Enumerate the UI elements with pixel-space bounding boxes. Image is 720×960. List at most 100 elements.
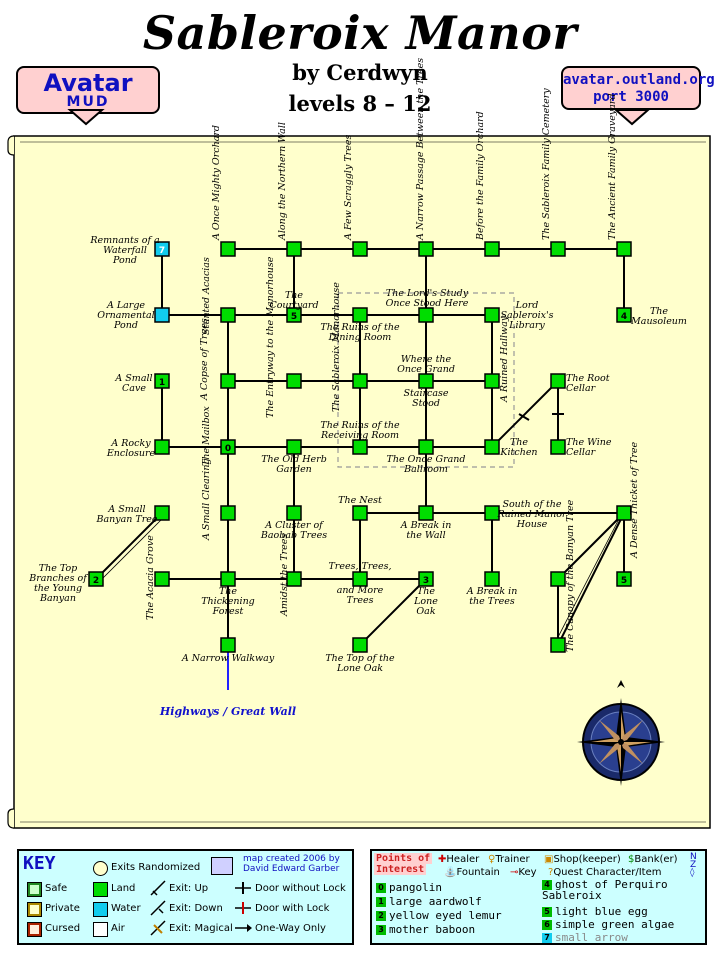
room-label: The Ancient Family Graveyard <box>607 93 618 240</box>
room-label: A Rocky Enclosure <box>106 438 156 459</box>
room-square <box>220 241 236 257</box>
poi-bank: $Bank(er) <box>628 854 678 865</box>
mob-number: 7 <box>542 933 552 943</box>
room-square <box>154 373 170 389</box>
room-label: The Top Branches of the Young Banyan <box>29 563 87 604</box>
mob-number: 0 <box>376 883 386 893</box>
room-square <box>616 505 632 521</box>
safe-swatch <box>27 882 42 897</box>
room-label: The Canopy of the Banyan Tree <box>565 499 576 652</box>
room-square <box>154 307 170 323</box>
poi-quest: ?Quest Character/Item <box>548 867 662 878</box>
room-label: The Ruins of the Receiving Room <box>320 420 400 441</box>
key-credit2: David Edward Garber <box>243 864 340 874</box>
mob-marker: 4 <box>621 312 627 322</box>
key-air: Air <box>111 923 125 934</box>
room-label: A Few Scraggly Trees <box>343 134 354 240</box>
key-door-nolock: Door without Lock <box>255 883 346 894</box>
room-square <box>220 571 236 587</box>
mob-number: 4 <box>542 880 552 890</box>
logo-banner-tail <box>67 109 105 126</box>
room-label: Lord Sableroix's Library <box>500 300 554 331</box>
room-square <box>484 439 500 455</box>
room-square <box>484 241 500 257</box>
room-square <box>352 439 368 455</box>
room-label: A Small Banyan Tree <box>96 504 158 525</box>
key-exits-randomized: Exits Randomized <box>111 862 201 873</box>
room-square <box>154 571 170 587</box>
logo-line2: MUD <box>66 94 110 110</box>
poi-key: ⊸Key <box>510 867 537 878</box>
room-square <box>484 505 500 521</box>
room-square <box>616 241 632 257</box>
room-square <box>418 373 434 389</box>
mob-marker: 5 <box>291 312 297 322</box>
key-door-lock: Door with Lock <box>255 903 330 914</box>
mob-name: large aardwolf <box>389 895 482 908</box>
mob-number: 3 <box>376 925 386 935</box>
scroll-bottom-curl <box>7 808 15 829</box>
server-host: avatar.outland.org <box>563 72 715 88</box>
poi-trainer-label: Trainer <box>495 854 530 865</box>
key-credit1: map created 2006 by <box>243 854 340 864</box>
room-label: Along the Northern Wall <box>277 122 288 240</box>
room-label: and More Trees <box>336 585 384 606</box>
room-label: The Ruins of the Dining Room <box>320 322 400 343</box>
room-square <box>154 241 170 257</box>
key-exit-up: Exit: Up <box>169 883 209 894</box>
room-label: A Dense Thicket of Tree <box>629 441 640 558</box>
room-label: The Nest <box>338 495 382 506</box>
room-square <box>286 505 302 521</box>
water-swatch <box>93 902 108 917</box>
key-exit-down: Exit: Down <box>169 903 223 914</box>
room-square <box>220 505 236 521</box>
bank-icon: $ <box>628 854 635 865</box>
room-square <box>220 307 236 323</box>
mob-name: mother baboon <box>389 923 476 936</box>
room-square <box>352 307 368 323</box>
room-square <box>616 571 632 587</box>
room-square <box>352 373 368 389</box>
mob-name: pangolin <box>389 881 442 894</box>
poi-healer-label: Healer <box>446 854 480 865</box>
room-square <box>418 505 434 521</box>
key-exit-magical: Exit: Magical <box>169 923 233 934</box>
map-title: Sableroix Manor <box>142 6 578 60</box>
trainer-icon: ♀ <box>488 854 496 865</box>
room-label: A Narrow Passage Between the Trees <box>415 57 426 240</box>
room-label: The Acacia Grove <box>145 535 156 620</box>
room-square <box>352 241 368 257</box>
room-label: A Cluster of Baobab Trees <box>260 520 328 541</box>
room-label: The Mausoleum <box>631 306 687 327</box>
mob-marker: 5 <box>621 576 627 586</box>
room-square <box>550 637 566 653</box>
room-square <box>418 307 434 323</box>
door-legend-icon <box>235 882 252 932</box>
room-label: Staircase Stood <box>403 388 449 409</box>
room-square <box>418 241 434 257</box>
room-label: The Once Grand Ballroom <box>386 454 466 475</box>
room-square <box>550 373 566 389</box>
room-square <box>352 505 368 521</box>
mob-marker: 7 <box>159 246 165 256</box>
private-swatch <box>27 902 42 917</box>
updown-lines <box>99 516 621 644</box>
mob-name: ghost of Perquiro Sableroix <box>542 878 668 902</box>
room-square <box>352 637 368 653</box>
poi-fountain-label: Fountain <box>456 867 500 878</box>
mob-name: light blue egg <box>555 905 648 918</box>
key-oneway: One-Way Only <box>255 923 326 934</box>
key-private: Private <box>45 903 80 914</box>
room-square <box>154 439 170 455</box>
mob-number: 6 <box>542 920 552 930</box>
highway-label: Highways / Great Wall <box>159 705 297 718</box>
room-label: Remnants of a Waterfall Pond <box>90 235 160 266</box>
points-of-interest: Points of Interest ✚Healer ♀Trainer ▣Sho… <box>370 849 707 945</box>
mob-marker: 3 <box>423 576 429 586</box>
